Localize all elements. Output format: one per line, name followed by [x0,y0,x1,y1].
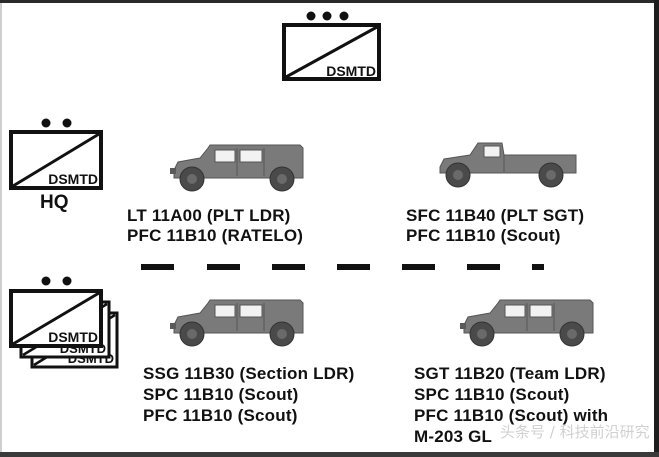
cavalry-slash [12,132,100,188]
crew-member: PFC 11B10 (RATELO) [127,226,304,245]
hq-caption: HQ [40,192,69,213]
frame-left-edge [0,0,2,457]
watermark-text: 头条号 / 科技前沿研究 [500,423,650,441]
crew-member: M-203 GL [414,427,493,446]
crew-list-team-ldr-vehicle: SGT 11B20 (Team LDR) SPC 11B10 (Scout) P… [414,363,608,447]
echelon-dot [306,11,316,21]
crew-member: SFC 11B40 (PLT SGT) [406,206,585,225]
vehicle-hmmwv-enclosed-plt-ldr [169,144,304,192]
crew-member: LT 11A00 (PLT LDR) [127,206,291,225]
frame-right-edge [654,0,659,457]
echelon-dot [62,276,72,286]
echelon-dot [339,11,349,21]
crew-member: SPC 11B10 (Scout) [414,385,570,404]
platoon-unit-symbol: DSMTD [282,11,381,81]
echelon-dot [41,118,51,128]
section-unit-symbol-stack: DSMTD DSMTD DSMTD [9,276,119,369]
crew-member: SGT 11B20 (Team LDR) [414,364,606,383]
echelon-dot [322,11,332,21]
crew-member: SPC 11B10 (Scout) [143,385,299,404]
unit-designator: DSMTD [326,63,376,79]
frame-top-edge [0,0,659,3]
hq-unit-symbol: DSMTD [9,118,103,190]
crew-member: PFC 11B10 (Scout) [143,406,298,425]
crew-list-section-ldr-vehicle: SSG 11B30 (Section LDR) SPC 11B10 (Scout… [143,363,355,426]
svg-text:DSMTD: DSMTD [48,329,98,345]
crew-member: PFC 11B10 (Scout) with [414,406,609,425]
crew-member: PFC 11B10 (Scout) [406,226,561,245]
unit-frame-front: DSMTD [9,289,103,348]
crew-list-plt-ldr-vehicle: LT 11A00 (PLT LDR) PFC 11B10 (RATELO) [127,206,303,246]
unit-designator: DSMTD [48,171,98,187]
crew-member: SSG 11B30 (Section LDR) [143,364,355,383]
vehicle-hmmwv-pickup-plt-sgt [439,142,577,188]
cavalry-slash [285,25,378,79]
vehicle-hmmwv-enclosed-team-ldr [459,299,594,347]
echelon-dot [62,118,72,128]
echelon-dot [41,276,51,286]
frame-bottom-edge [0,452,659,457]
vehicle-hmmwv-enclosed-section-ldr [169,299,304,347]
section-divider-dashed-line [141,264,544,270]
crew-list-plt-sgt-vehicle: SFC 11B40 (PLT SGT) PFC 11B10 (Scout) [406,206,584,246]
